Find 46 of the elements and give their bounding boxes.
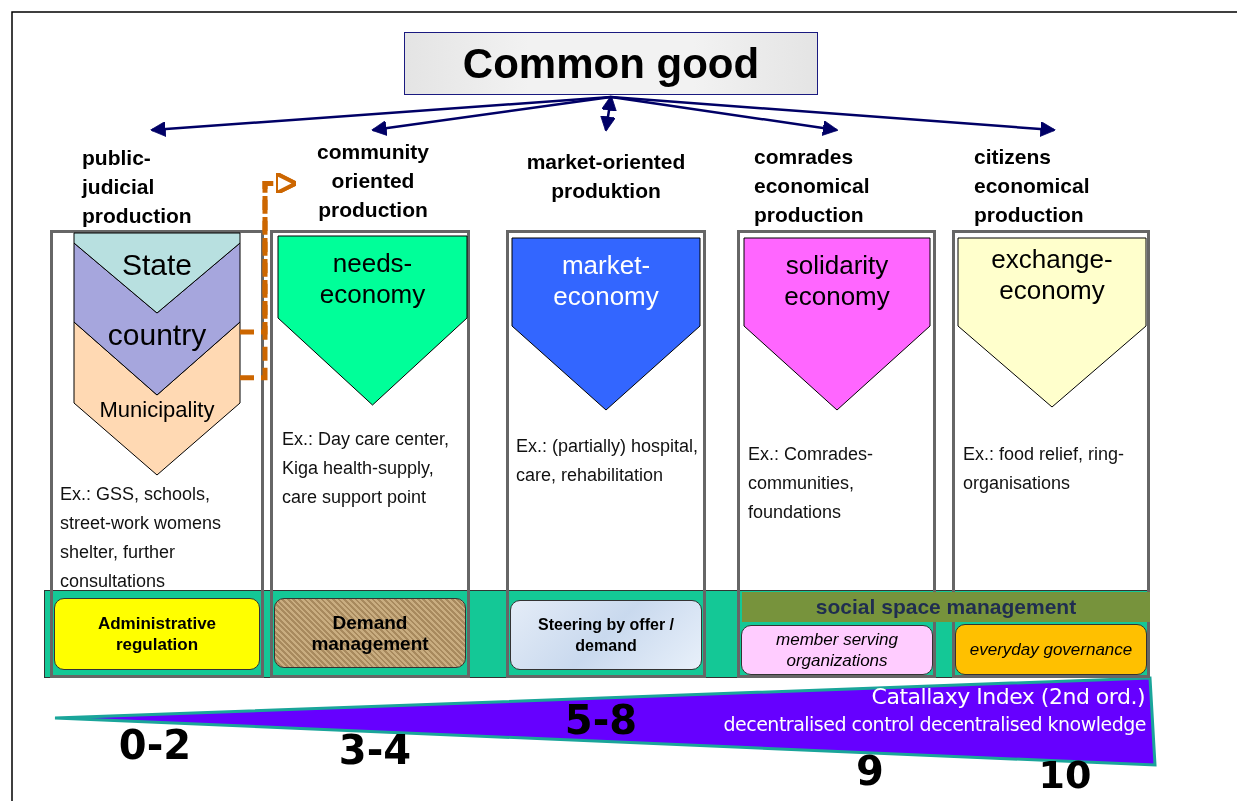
textured-box [274, 598, 466, 668]
level-label: Municipality [74, 370, 240, 422]
level-label: country [74, 306, 240, 364]
economy-label: solidarity economy [783, 250, 891, 312]
economy-label: exchange-economy [990, 244, 1114, 306]
index-number: 0-2 [117, 722, 193, 768]
index-number: 3-4 [337, 727, 413, 773]
box-text: Steering by offer / demand [537, 615, 675, 656]
arrow [610, 95, 839, 136]
band-text: social space management [815, 595, 1077, 618]
management-heading-bar [742, 592, 1150, 622]
economy-label: market-economy [552, 250, 660, 312]
example-text: Ex.: food relief, ring-organisations [963, 443, 1126, 495]
title-text: Common good [462, 39, 760, 88]
organizations-box [741, 625, 933, 675]
index-number: 5-8 [563, 697, 639, 743]
example-text: Ex.: (partially) hospital, care, rehabilitation [516, 435, 700, 487]
economy-label: needs-economy [318, 248, 427, 310]
arrow [371, 95, 612, 136]
box-text: Demand management [310, 612, 430, 654]
pentagon-shape [958, 238, 1146, 407]
arrow [610, 95, 1056, 137]
wedge-text: decentralised control decentralised knowledge [722, 713, 1146, 735]
box-text: member serving organizations [775, 629, 899, 671]
column-heading: community oriented production [316, 139, 430, 223]
title-box [404, 32, 818, 95]
regulation-box [54, 598, 260, 670]
example-text: Ex.: GSS, schools, street-work womens shelter, further consultations [60, 483, 223, 593]
steering-box [510, 600, 702, 670]
box-text: everyday governance [969, 639, 1133, 660]
column-heading: comrades economical production [754, 144, 871, 228]
dashed-arrow [240, 171, 298, 381]
arrow [600, 95, 617, 132]
column-heading: market-oriented produktion [525, 149, 687, 204]
box-text: Administrative regulation [96, 613, 218, 655]
index-number: 9 [855, 748, 885, 794]
example-text: Ex.: Day care center, Kiga health-supply, care support point [282, 428, 451, 509]
column-heading: public-judicial production [82, 145, 193, 229]
wedge-text: Catallaxy Index (2nd ord.) [870, 684, 1145, 709]
index-number: 10 [1037, 753, 1093, 797]
pentagon-shape [744, 238, 930, 410]
pentagon-shape [278, 236, 467, 405]
governance-box [955, 624, 1147, 675]
example-text: Ex.: Comrades-communities, foundations [748, 443, 875, 524]
pentagon-shape [512, 238, 700, 410]
column-heading: citizens economical production [974, 144, 1091, 228]
